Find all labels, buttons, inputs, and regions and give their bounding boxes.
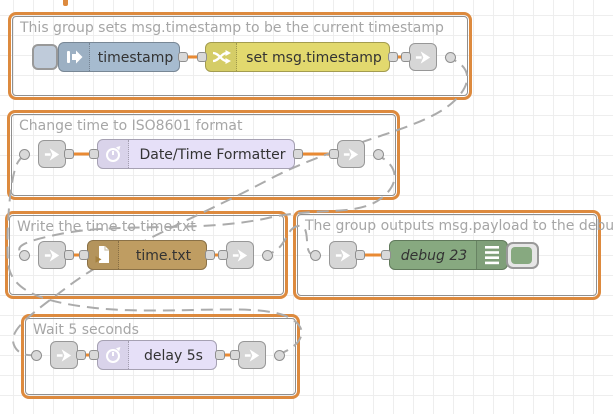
input-port[interactable] — [381, 250, 391, 260]
group-g2[interactable]: Change time to ISO8601 format — [7, 110, 400, 200]
group-label: The group outputs msg.payload to the deb… — [305, 218, 613, 234]
virtual-link-port[interactable] — [262, 249, 273, 261]
link-wire-formatter-to-file[interactable] — [18, 153, 396, 256]
output-port[interactable] — [355, 250, 365, 260]
virtual-link-port[interactable] — [274, 349, 285, 361]
inject-arrow-icon — [64, 47, 84, 67]
inject-node[interactable]: timestamp — [58, 42, 180, 72]
group-label: Change time to ISO8601 format — [19, 118, 243, 134]
node-icon-region — [59, 43, 90, 71]
delay-node[interactable]: delay 5s — [97, 340, 217, 370]
group-label: Wait 5 seconds — [33, 322, 139, 338]
output-port[interactable] — [205, 250, 215, 260]
file-node[interactable]: time.txt — [87, 240, 207, 270]
node-label: set msg.timestamp — [246, 50, 382, 66]
group-inner-border — [12, 16, 468, 96]
node-icon-region — [98, 140, 129, 168]
link-arrow-icon — [334, 246, 353, 265]
input-port[interactable] — [329, 149, 339, 159]
virtual-link-port[interactable] — [19, 249, 30, 261]
link-in-node[interactable] — [329, 241, 357, 269]
virtual-link-port[interactable] — [310, 249, 321, 261]
timer-icon — [103, 144, 123, 164]
link-out-node[interactable] — [226, 241, 254, 269]
link-wire-file-to-debug[interactable] — [261, 225, 317, 256]
offscreen-group-border-fragment — [63, 0, 68, 6]
output-port[interactable] — [293, 149, 303, 159]
virtual-link-port[interactable] — [19, 148, 30, 160]
group-inner-border — [25, 318, 296, 395]
group-inner-border — [11, 114, 396, 196]
node-label: debug 23 — [400, 248, 468, 264]
node-label: delay 5s — [144, 348, 203, 364]
link-in-node[interactable] — [50, 341, 78, 369]
output-port[interactable] — [215, 350, 225, 360]
link-arrow-icon — [342, 145, 361, 164]
file-icon — [93, 244, 113, 266]
link-out-node[interactable] — [409, 43, 437, 71]
node-label: time.txt — [135, 248, 192, 264]
inject-trigger-button[interactable] — [32, 44, 58, 70]
group-g5[interactable]: Wait 5 seconds — [21, 314, 300, 399]
link-in-node[interactable] — [38, 140, 66, 168]
group-label: This group sets msg.timestamp to be the … — [20, 20, 444, 36]
function-node[interactable]: Date/Time Formatter — [97, 139, 295, 169]
node-icon-region — [88, 241, 119, 269]
debug-toggle-indicator — [511, 247, 532, 264]
link-arrow-icon — [414, 48, 433, 67]
debug-node[interactable]: debug 23 — [389, 240, 508, 270]
debug-toggle-button[interactable] — [506, 242, 539, 269]
link-wire-delay-to-formatter[interactable] — [6, 152, 303, 356]
link-out-node[interactable] — [337, 140, 365, 168]
node-label: Date/Time Formatter — [139, 147, 286, 163]
output-port[interactable] — [76, 350, 86, 360]
debug-list-icon — [483, 243, 501, 267]
link-wire-timestamp-to-delay[interactable] — [12, 56, 469, 357]
link-arrow-icon — [43, 145, 62, 164]
input-port[interactable] — [197, 52, 207, 62]
input-port[interactable] — [79, 250, 89, 260]
link-arrow-icon — [231, 246, 250, 265]
virtual-link-port[interactable] — [373, 148, 384, 160]
link-arrow-icon — [43, 246, 62, 265]
link-in-node[interactable] — [38, 241, 66, 269]
change-node[interactable]: set msg.timestamp — [205, 42, 390, 72]
input-port[interactable] — [89, 350, 99, 360]
group-inner-border — [297, 214, 597, 296]
input-port[interactable] — [230, 350, 240, 360]
output-port[interactable] — [388, 52, 398, 62]
input-port[interactable] — [401, 52, 411, 62]
group-g3[interactable]: Write the time to time.txt — [5, 211, 288, 299]
node-label: timestamp — [97, 50, 174, 66]
virtual-link-port[interactable] — [445, 51, 456, 63]
link-out-node[interactable] — [238, 341, 266, 369]
virtual-link-port[interactable] — [31, 349, 42, 361]
group-inner-border — [9, 215, 284, 295]
input-port[interactable] — [218, 250, 228, 260]
output-port[interactable] — [64, 149, 74, 159]
shuffle-icon — [211, 47, 231, 67]
node-icon-region — [206, 43, 237, 71]
timer-icon — [103, 345, 123, 365]
link-arrow-icon — [243, 346, 262, 365]
node-icon-region — [98, 341, 129, 369]
input-port[interactable] — [89, 149, 99, 159]
output-port[interactable] — [64, 250, 74, 260]
group-g1[interactable]: This group sets msg.timestamp to be the … — [8, 12, 472, 100]
link-arrow-icon — [55, 346, 74, 365]
output-port[interactable] — [178, 52, 188, 62]
group-g4[interactable]: The group outputs msg.payload to the deb… — [293, 210, 613, 300]
node-icon-region — [476, 241, 507, 269]
group-label: Write the time to time.txt — [17, 219, 196, 235]
